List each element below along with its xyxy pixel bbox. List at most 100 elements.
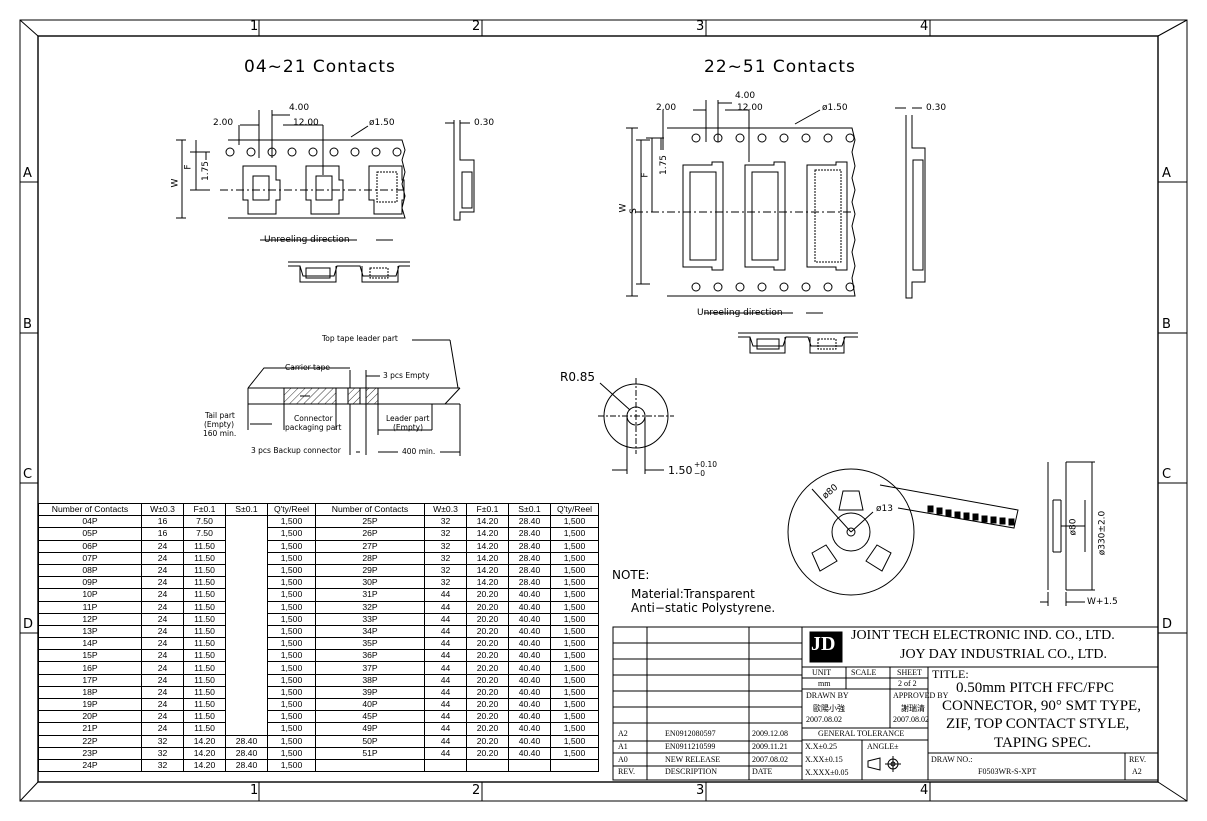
leader-part-label: Leader part: [386, 414, 430, 423]
table-cell: 31P: [315, 588, 425, 602]
table-cell: 11.50: [183, 685, 226, 700]
company-name-1: JOINT TECH ELECTRONIC IND. CO., LTD.: [851, 628, 1115, 643]
table-cell: 14P: [38, 637, 142, 651]
backup-connector-label: 3 pcs Backup connector: [251, 446, 341, 455]
drawn-by-label: DRAWN BY: [806, 691, 849, 700]
table-cell: 20.20: [466, 588, 509, 602]
table-cell: 1,500: [267, 673, 316, 687]
table-cell: 10P: [38, 588, 142, 602]
company-name-2: JOY DAY INDUSTRIAL CO., LTD.: [900, 647, 1108, 662]
table-cell: 24: [141, 685, 184, 700]
table-cell: 44: [424, 685, 467, 700]
table-cell: 16P: [38, 661, 142, 675]
table-cell: 1,500: [550, 661, 599, 675]
table-cell: [550, 758, 599, 773]
col-label-1: 1: [250, 19, 259, 34]
table-cell: 44: [424, 697, 467, 712]
approved-by-name: 謝瑞清: [901, 704, 925, 713]
table-cell: 40.40: [508, 600, 551, 614]
table-cell: 14.20: [466, 551, 509, 565]
table-cell: 44: [424, 624, 467, 639]
drawn-date: 2007.08.02: [806, 715, 842, 724]
table-cell: [424, 758, 467, 773]
table-cell: 1,500: [267, 758, 316, 773]
title-line-2: CONNECTOR, 90° SMT TYPE,: [942, 698, 1141, 714]
company-logo-icon: JD: [811, 633, 836, 655]
table-cell: [225, 686, 268, 699]
col-label-4-bottom: 4: [920, 783, 929, 798]
table-cell: 14.20: [466, 539, 509, 553]
table-cell: 06P: [38, 539, 142, 553]
table-cell: 20.20: [466, 746, 509, 760]
table-cell: 44: [424, 637, 467, 651]
note-line-2: Anti−static Polystyrene.: [631, 601, 776, 615]
revision-desc: NEW RELEASE: [665, 755, 721, 764]
table-cell: 20.20: [466, 624, 509, 639]
table-cell: 11.50: [183, 673, 226, 687]
table-cell: 24: [141, 588, 184, 602]
left-f-label: F: [183, 164, 194, 170]
table-cell: 16: [141, 527, 184, 541]
angle-label: ANGLE±: [867, 742, 899, 751]
table-cell: 1,500: [267, 515, 316, 529]
table-cell: 24: [141, 673, 184, 687]
inner-border: [37, 35, 1159, 783]
table-cell: 37P: [315, 661, 425, 675]
table-cell: 32: [424, 576, 467, 590]
left-tape-side-view: [445, 120, 475, 221]
table-cell: 20P: [38, 710, 142, 724]
sheet-label: SHEET: [897, 668, 922, 677]
col-label-3: 3: [696, 19, 705, 34]
table-cell: [225, 576, 268, 589]
table-cell: 28.40: [225, 758, 268, 773]
table-cell: 28.40: [508, 515, 551, 529]
table-cell: 44: [424, 600, 467, 614]
table-cell: 1,500: [267, 722, 316, 736]
table-cell: 1,500: [267, 697, 316, 712]
reel-side-view: [1040, 461, 1095, 606]
table-cell: 30P: [315, 576, 425, 590]
column-ticks: [20, 20, 1187, 801]
title-label: TITLE:: [932, 667, 969, 681]
left-offset-dim: 2.00: [213, 118, 234, 128]
tolerance-3: X.XXX±0.05: [805, 768, 849, 777]
revision-date: 2007.08.02: [752, 755, 788, 764]
rev-value: A2: [1132, 767, 1142, 776]
table-cell: 32: [424, 515, 467, 529]
table-cell: 44: [424, 710, 467, 724]
revision-date: 2009.12.08: [752, 729, 788, 738]
table-cell: 24: [141, 661, 184, 675]
table-cell: 22P: [38, 734, 142, 748]
table-cell: 1,500: [267, 551, 316, 565]
row-label-a: A: [23, 166, 32, 181]
col-label-2: 2: [472, 19, 481, 34]
hole-radius-label: R0.85: [560, 370, 596, 384]
angle-symbol: [867, 756, 901, 772]
table-header-cell: F±0.1: [466, 502, 509, 517]
table-cell: 12P: [38, 612, 142, 626]
table-cell: 24: [141, 624, 184, 639]
left-tape-top-view: [176, 110, 406, 241]
table-cell: 20.20: [466, 612, 509, 626]
title-line-4: TAPING SPEC.: [994, 735, 1092, 751]
leader-empty-label: (Empty): [393, 423, 424, 432]
table-cell: 1,500: [267, 612, 316, 626]
table-cell: 44: [424, 649, 467, 663]
table-cell: 04P: [38, 515, 142, 529]
table-cell: 1,500: [267, 527, 316, 541]
col-label-2-bottom: 2: [472, 783, 481, 798]
table-cell: 28.40: [508, 527, 551, 541]
table-cell: 36P: [315, 649, 425, 663]
table-cell: [225, 649, 268, 662]
revision-rev: A1: [618, 742, 628, 751]
